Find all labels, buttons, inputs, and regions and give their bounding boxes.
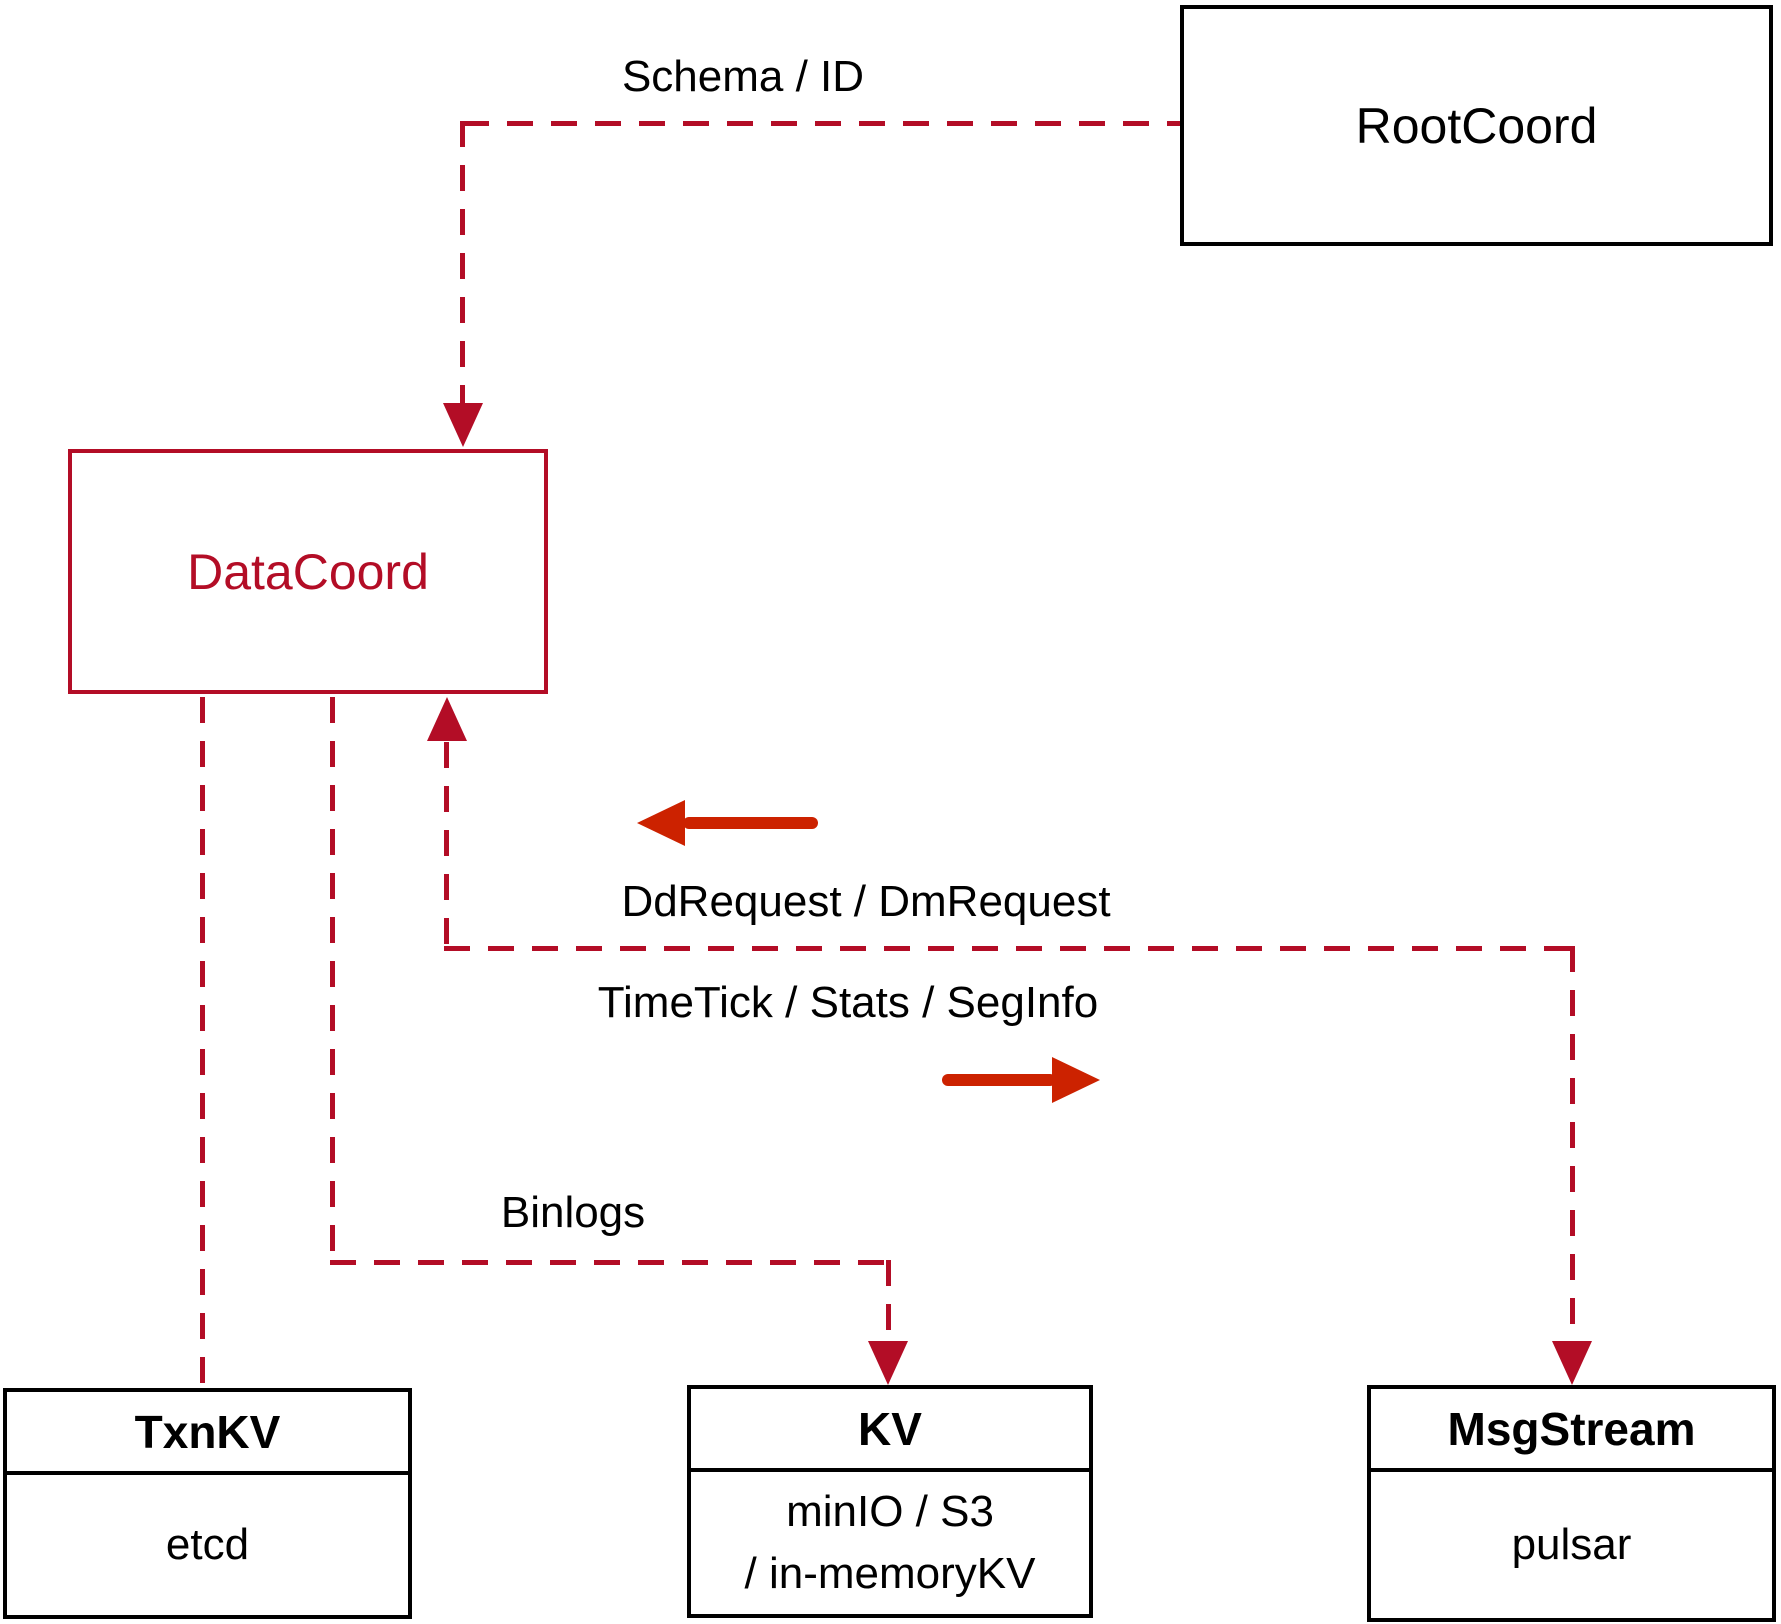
- txnkv-body: etcd: [165, 1520, 250, 1569]
- edge-schema-id-horizontal: [463, 121, 1180, 126]
- kv-body-line2: / in-memoryKV: [744, 1549, 1036, 1598]
- datacoord-label: DataCoord: [187, 543, 429, 600]
- edge-schema-id-vertical: [460, 121, 465, 406]
- left-direction-arrow-icon: [637, 800, 685, 846]
- edge-trunk-horizontal: [444, 946, 1575, 951]
- right-direction-arrow-icon: [1052, 1057, 1100, 1103]
- edge-trunk-vertical-left: [444, 742, 449, 948]
- left-direction-arrow-shaft: [683, 817, 818, 829]
- arrowhead-into-datacoord-top-icon: [443, 403, 483, 447]
- edge-datacoord-txnkv: [200, 697, 205, 1388]
- arrowhead-into-kv-top-icon: [868, 1341, 908, 1385]
- node-rootcoord: RootCoord: [1180, 5, 1773, 246]
- edge-label-ddrequest: DdRequest / DmRequest: [621, 877, 1111, 926]
- node-txnkv: TxnKV etcd: [3, 1388, 412, 1619]
- kv-body-line1: minIO / S3: [786, 1487, 994, 1536]
- edge-trunk-vertical-right: [1570, 946, 1575, 1342]
- arrowhead-into-msgstream-top-icon: [1552, 1341, 1592, 1385]
- kv-title: KV: [691, 1389, 1089, 1472]
- edge-label-schema-id: Schema / ID: [621, 52, 865, 101]
- node-datacoord: DataCoord: [68, 449, 548, 694]
- edge-binlogs-vertical-2: [886, 1260, 891, 1342]
- edge-label-binlogs: Binlogs: [500, 1188, 646, 1237]
- arrowhead-into-datacoord-bottom-icon: [427, 697, 467, 741]
- msgstream-body: pulsar: [1511, 1520, 1632, 1569]
- txnkv-title: TxnKV: [7, 1392, 408, 1475]
- edge-label-timetick: TimeTick / Stats / SegInfo: [597, 978, 1099, 1027]
- node-kv: KV minIO / S3 / in-memoryKV: [687, 1385, 1093, 1618]
- node-msgstream: MsgStream pulsar: [1367, 1385, 1776, 1622]
- msgstream-title: MsgStream: [1371, 1389, 1772, 1472]
- rootcoord-label: RootCoord: [1355, 97, 1598, 154]
- edge-binlogs-vertical-1: [330, 697, 335, 1262]
- right-direction-arrow-shaft: [942, 1074, 1056, 1086]
- edge-binlogs-horizontal: [330, 1260, 890, 1265]
